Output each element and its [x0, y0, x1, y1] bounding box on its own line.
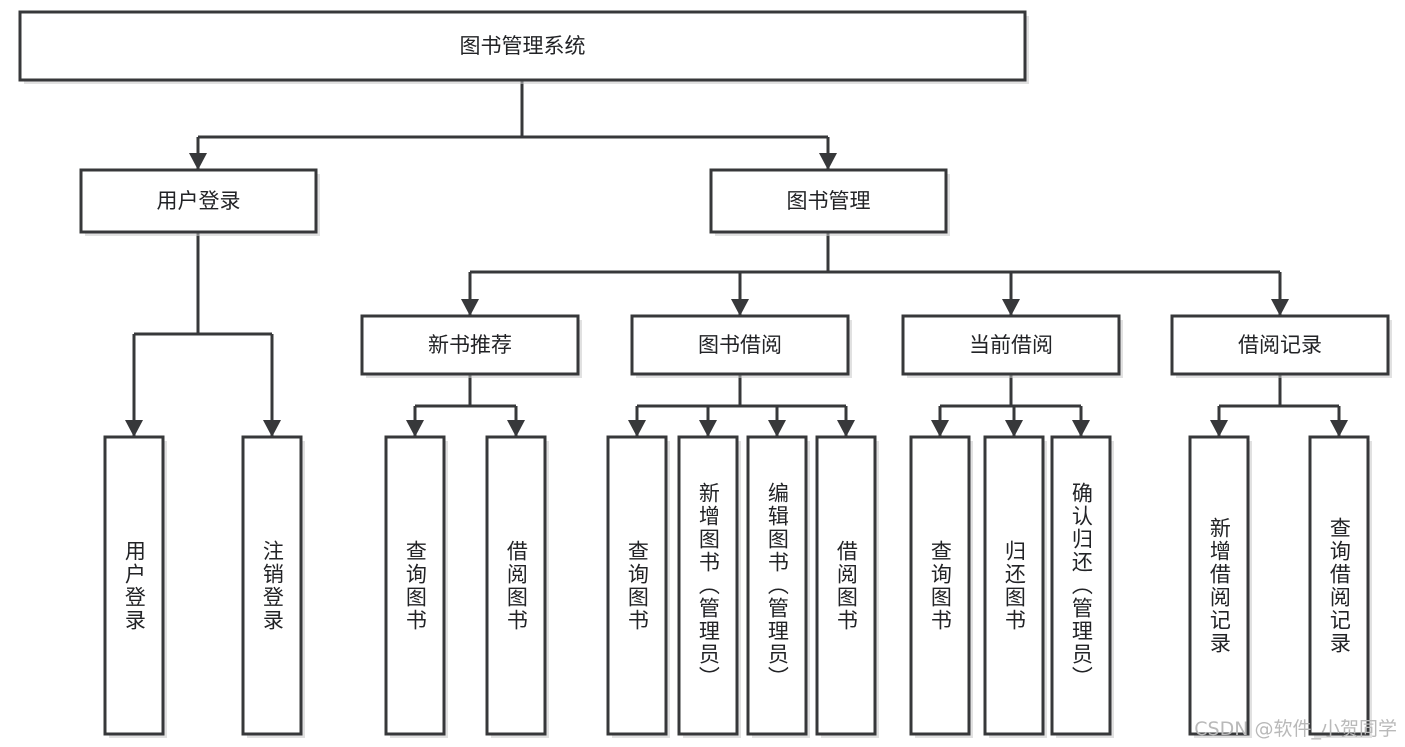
node-border: [983, 435, 1045, 736]
node-label: 图书管理系统: [460, 34, 586, 58]
arrow-head-icon: [1002, 299, 1020, 316]
arrow-head-icon: [189, 153, 207, 170]
arrow-head-icon: [699, 420, 717, 437]
arrow-head-icon: [1072, 420, 1090, 437]
node-border: [485, 435, 547, 736]
node-border: [1050, 435, 1112, 736]
connector-layer: [125, 80, 1348, 437]
node-border: [18, 10, 1027, 82]
node-leaf-leaf-borrow-borrow-book[interactable]: [815, 435, 879, 738]
node-leaf-leaf-cur-query-book[interactable]: [909, 435, 973, 738]
node-leaf-leaf-rec-query-book[interactable]: [384, 435, 448, 738]
connector-level2-to-level3: [468, 232, 1282, 316]
arrow-head-icon: [1271, 299, 1289, 316]
node-label: 图书管理: [787, 189, 871, 213]
arrow-head-icon: [263, 420, 281, 437]
node-leaf-leaf-rec-borrow-book[interactable]: [485, 435, 549, 738]
connector-borrow-record-to-leaves: [1217, 374, 1341, 437]
connector-root-to-level2: [196, 80, 830, 170]
node-leaf-leaf-borrow-query-book[interactable]: [606, 435, 670, 738]
node-level3-new-book-rec[interactable]: 新书推荐: [360, 314, 582, 378]
node-border: [103, 435, 165, 736]
node-level3-current-borrow[interactable]: 当前借阅: [901, 314, 1123, 378]
arrow-head-icon: [837, 420, 855, 437]
node-leaf-leaf-user-logout[interactable]: [241, 435, 305, 738]
node-leaf-leaf-borrow-add-book[interactable]: [677, 435, 741, 738]
node-leaf-leaf-user-login[interactable]: [103, 435, 167, 738]
node-leaf-leaf-rec-query-record[interactable]: [1308, 435, 1372, 738]
arrow-head-icon: [819, 153, 837, 170]
node-border: [1308, 435, 1370, 736]
watermark: CSDN @软件_小贺同学: [1194, 718, 1397, 740]
node-label: 当前借阅: [969, 333, 1053, 357]
node-root-root[interactable]: 图书管理系统: [18, 10, 1029, 84]
arrow-head-icon: [1210, 420, 1228, 437]
node-label: 新书推荐: [428, 333, 512, 357]
node-border: [606, 435, 668, 736]
node-label: 借阅记录: [1238, 333, 1322, 357]
node-leaf-leaf-borrow-edit-book[interactable]: [746, 435, 810, 738]
node-border: [1188, 435, 1250, 736]
node-leaf-leaf-rec-add-record[interactable]: [1188, 435, 1252, 738]
connector-new-book-rec-to-leaves: [413, 374, 518, 437]
node-border: [746, 435, 808, 736]
node-border: [241, 435, 303, 736]
node-leaf-leaf-cur-confirm-return[interactable]: [1050, 435, 1114, 738]
node-border: [79, 168, 318, 234]
node-border: [909, 435, 971, 736]
node-border: [384, 435, 446, 736]
arrow-head-icon: [1005, 420, 1023, 437]
node-border: [709, 168, 948, 234]
node-label: 图书借阅: [698, 333, 782, 357]
node-level2-book-manage[interactable]: 图书管理: [709, 168, 950, 236]
node-border: [1170, 314, 1390, 376]
arrow-head-icon: [768, 420, 786, 437]
node-level3-book-borrow[interactable]: 图书借阅: [630, 314, 852, 378]
node-border: [677, 435, 739, 736]
node-leaf-leaf-cur-return-book[interactable]: [983, 435, 1047, 738]
connector-book-borrow-to-leaves: [635, 374, 848, 437]
node-level2-user-login[interactable]: 用户登录: [79, 168, 320, 236]
node-border: [901, 314, 1121, 376]
arrow-head-icon: [125, 420, 143, 437]
arrow-head-icon: [628, 420, 646, 437]
arrow-head-icon: [507, 420, 525, 437]
node-border: [360, 314, 580, 376]
arrow-head-icon: [1330, 420, 1348, 437]
arrow-head-icon: [931, 420, 949, 437]
arrow-head-icon: [406, 420, 424, 437]
node-border: [815, 435, 877, 736]
node-level3-borrow-record[interactable]: 借阅记录: [1170, 314, 1392, 378]
connector-user-login-to-leaves: [132, 232, 274, 437]
node-border: [630, 314, 850, 376]
arrow-head-icon: [461, 299, 479, 316]
node-label: 用户登录: [157, 189, 241, 213]
arrow-head-icon: [731, 299, 749, 316]
